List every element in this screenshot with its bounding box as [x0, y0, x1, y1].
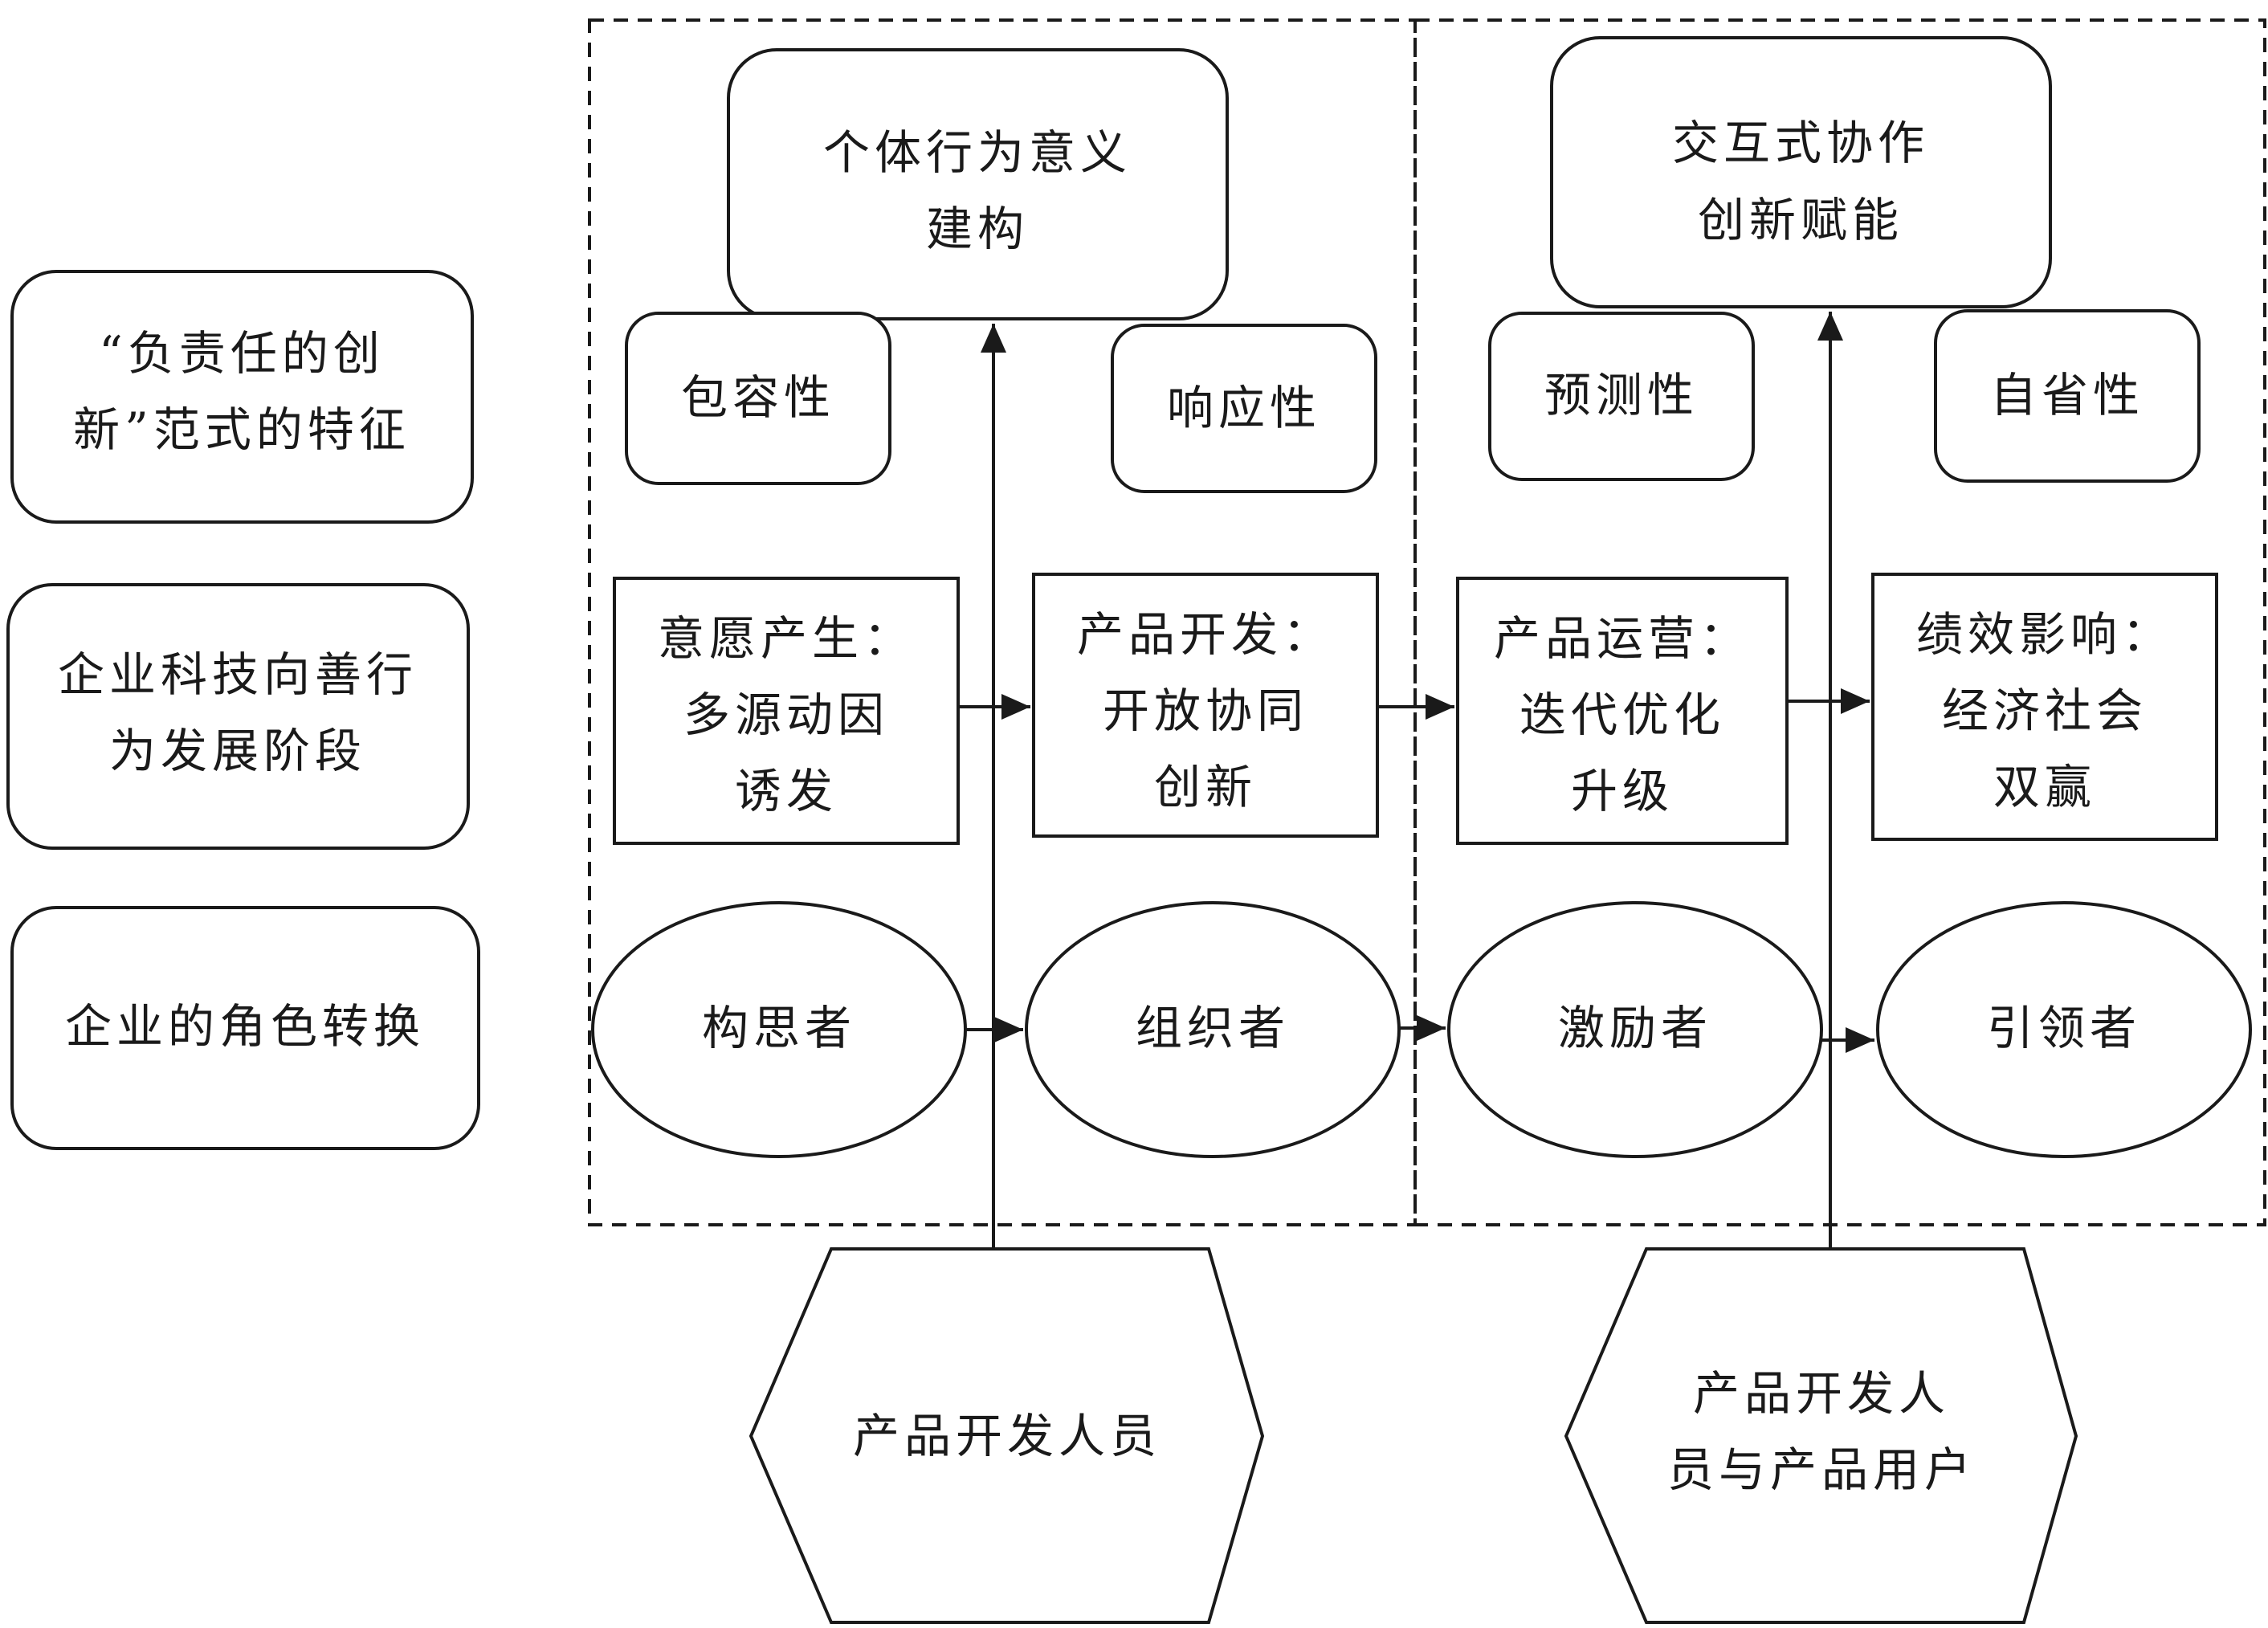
feature-responsiveness-label: 响应性 [1167, 381, 1321, 435]
top-box-left-line-2: 建构 [926, 202, 1029, 256]
row-label-roles-line-1: 企业的角色转换 [65, 999, 425, 1054]
actor-product-developers: 产品开发人员 [749, 1247, 1265, 1624]
role-organizer-label: 组织者 [1136, 1001, 1290, 1055]
top-box-right-line-2: 创新赋能 [1698, 193, 1903, 247]
stage-3-line-3: 升级 [1571, 764, 1674, 818]
row-label-features-line-2: 新”范式的特征 [73, 402, 410, 457]
row-label-roles: 企业的角色转换 [10, 906, 480, 1150]
feature-inclusiveness-label: 包容性 [681, 370, 835, 425]
actor-developers-and-users: 产品开发人 员与产品用户 [1564, 1247, 2078, 1624]
stage-1-line-2: 多源动因 [683, 688, 889, 742]
role-leader-label: 引领者 [1987, 1001, 2141, 1055]
role-leader: 引领者 [1876, 901, 2252, 1158]
stage-2-line-3: 创新 [1154, 760, 1257, 814]
feature-reflexivity-label: 自省性 [1990, 368, 2144, 422]
role-organizer: 组织者 [1025, 901, 1401, 1158]
stage-3-line-2: 迭代优化 [1519, 688, 1725, 742]
actor-left-line-1: 产品开发人员 [853, 1409, 1161, 1463]
row-label-stages: 企业科技向善行 为发展阶段 [6, 583, 470, 850]
top-box-left-line-1: 个体行为意义 [823, 125, 1132, 180]
stage-2-line-2: 开放协同 [1103, 683, 1308, 738]
phase-frame-right [1413, 18, 2266, 1226]
role-motivator-label: 激励者 [1558, 1001, 1712, 1055]
feature-responsiveness: 响应性 [1111, 324, 1377, 493]
role-conceiver-label: 构思者 [702, 1001, 856, 1055]
stage-2-development: 产品开发： 开放协同 创新 [1032, 573, 1379, 838]
stage-1-line-3: 诱发 [735, 764, 838, 818]
top-box-right-line-1: 交互式协作 [1672, 116, 1929, 170]
row-label-stages-line-2: 为发展阶段 [109, 724, 366, 778]
top-box-individual-meaning: 个体行为意义 建构 [727, 48, 1229, 320]
stage-3-line-1: 产品运营： [1494, 611, 1751, 666]
row-label-stages-line-1: 企业科技向善行 [58, 647, 418, 702]
actor-right-line-1: 产品开发人 [1693, 1366, 1950, 1421]
feature-anticipation-label: 预测性 [1544, 368, 1699, 422]
stage-3-operation: 产品运营： 迭代优化 升级 [1456, 577, 1789, 845]
row-label-features: “负责任的创 新”范式的特征 [10, 270, 474, 524]
stage-4-line-1: 绩效影响： [1916, 607, 2173, 662]
row-label-features-line-1: “负责任的创 [99, 326, 385, 381]
role-motivator: 激励者 [1447, 901, 1823, 1158]
feature-inclusiveness: 包容性 [625, 312, 891, 485]
top-box-interactive-empowerment: 交互式协作 创新赋能 [1550, 36, 2052, 308]
stage-1-line-1: 意愿产生： [658, 611, 915, 666]
stage-4-line-3: 双赢 [1993, 760, 2096, 814]
stage-4-performance: 绩效影响： 经济社会 双赢 [1871, 573, 2218, 841]
stage-2-line-1: 产品开发： [1077, 607, 1334, 662]
stage-1-intention: 意愿产生： 多源动因 诱发 [613, 577, 960, 845]
feature-anticipation: 预测性 [1488, 312, 1755, 481]
actor-right-line-2: 员与产品用户 [1667, 1442, 1976, 1497]
stage-4-line-2: 经济社会 [1942, 683, 2148, 738]
feature-reflexivity: 自省性 [1934, 309, 2201, 483]
role-conceiver: 构思者 [591, 901, 967, 1158]
